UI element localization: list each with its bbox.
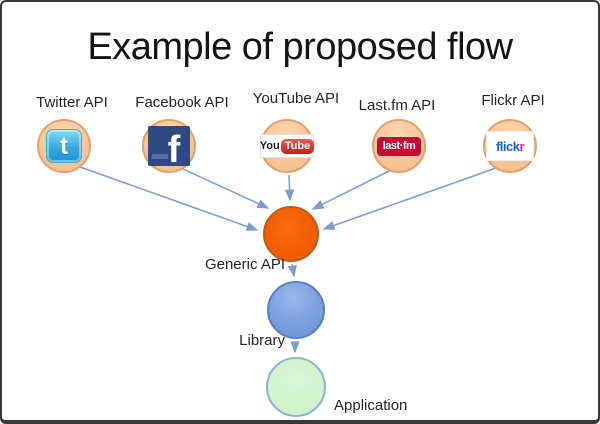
arrow-youtube-to-generic (284, 174, 295, 202)
facebook-node: f (142, 119, 196, 173)
flickr-icon-r: r (519, 138, 525, 154)
application-node (266, 357, 326, 417)
generic-api-node (263, 206, 319, 262)
library-label: Library (239, 332, 285, 349)
lastfm-icon-glyph: last·fm (382, 140, 416, 152)
flickr-api-label: Flickr API (481, 92, 545, 109)
arrow-facebook-to-generic (182, 168, 270, 209)
youtube-node: You Tube (259, 119, 315, 173)
arrow-generic-to-library (287, 263, 297, 278)
application-label: Application (334, 397, 408, 414)
youtube-icon-tube: Tube (280, 138, 315, 154)
page-title: Example of proposed flow (87, 26, 513, 68)
facebook-icon: f (148, 126, 190, 166)
library-node (267, 281, 325, 339)
arrow-lastfm-to-generic (311, 168, 394, 210)
twitter-icon-glyph: t (59, 131, 69, 160)
facebook-icon-glyph: f (167, 128, 181, 166)
arrow-flickr-to-generic (322, 167, 497, 230)
twitter-node: t (37, 119, 91, 173)
youtube-icon: You Tube (259, 134, 315, 158)
lastfm-node: last·fm (372, 119, 426, 173)
twitter-api-label: Twitter API (36, 94, 108, 111)
lastfm-icon: last·fm (377, 136, 421, 156)
flickr-icon-flick: flick (495, 138, 520, 154)
twitter-icon: t (46, 129, 82, 163)
youtube-api-label: YouTube API (252, 90, 340, 107)
facebook-api-label: Facebook API (135, 94, 229, 111)
facebook-icon-gloss (152, 154, 168, 159)
generic-api-label: Generic API (204, 256, 285, 273)
lastfm-api-label: Last.fm API (358, 97, 436, 114)
arrow-twitter-to-generic (79, 166, 259, 231)
youtube-icon-you: You (259, 140, 280, 152)
